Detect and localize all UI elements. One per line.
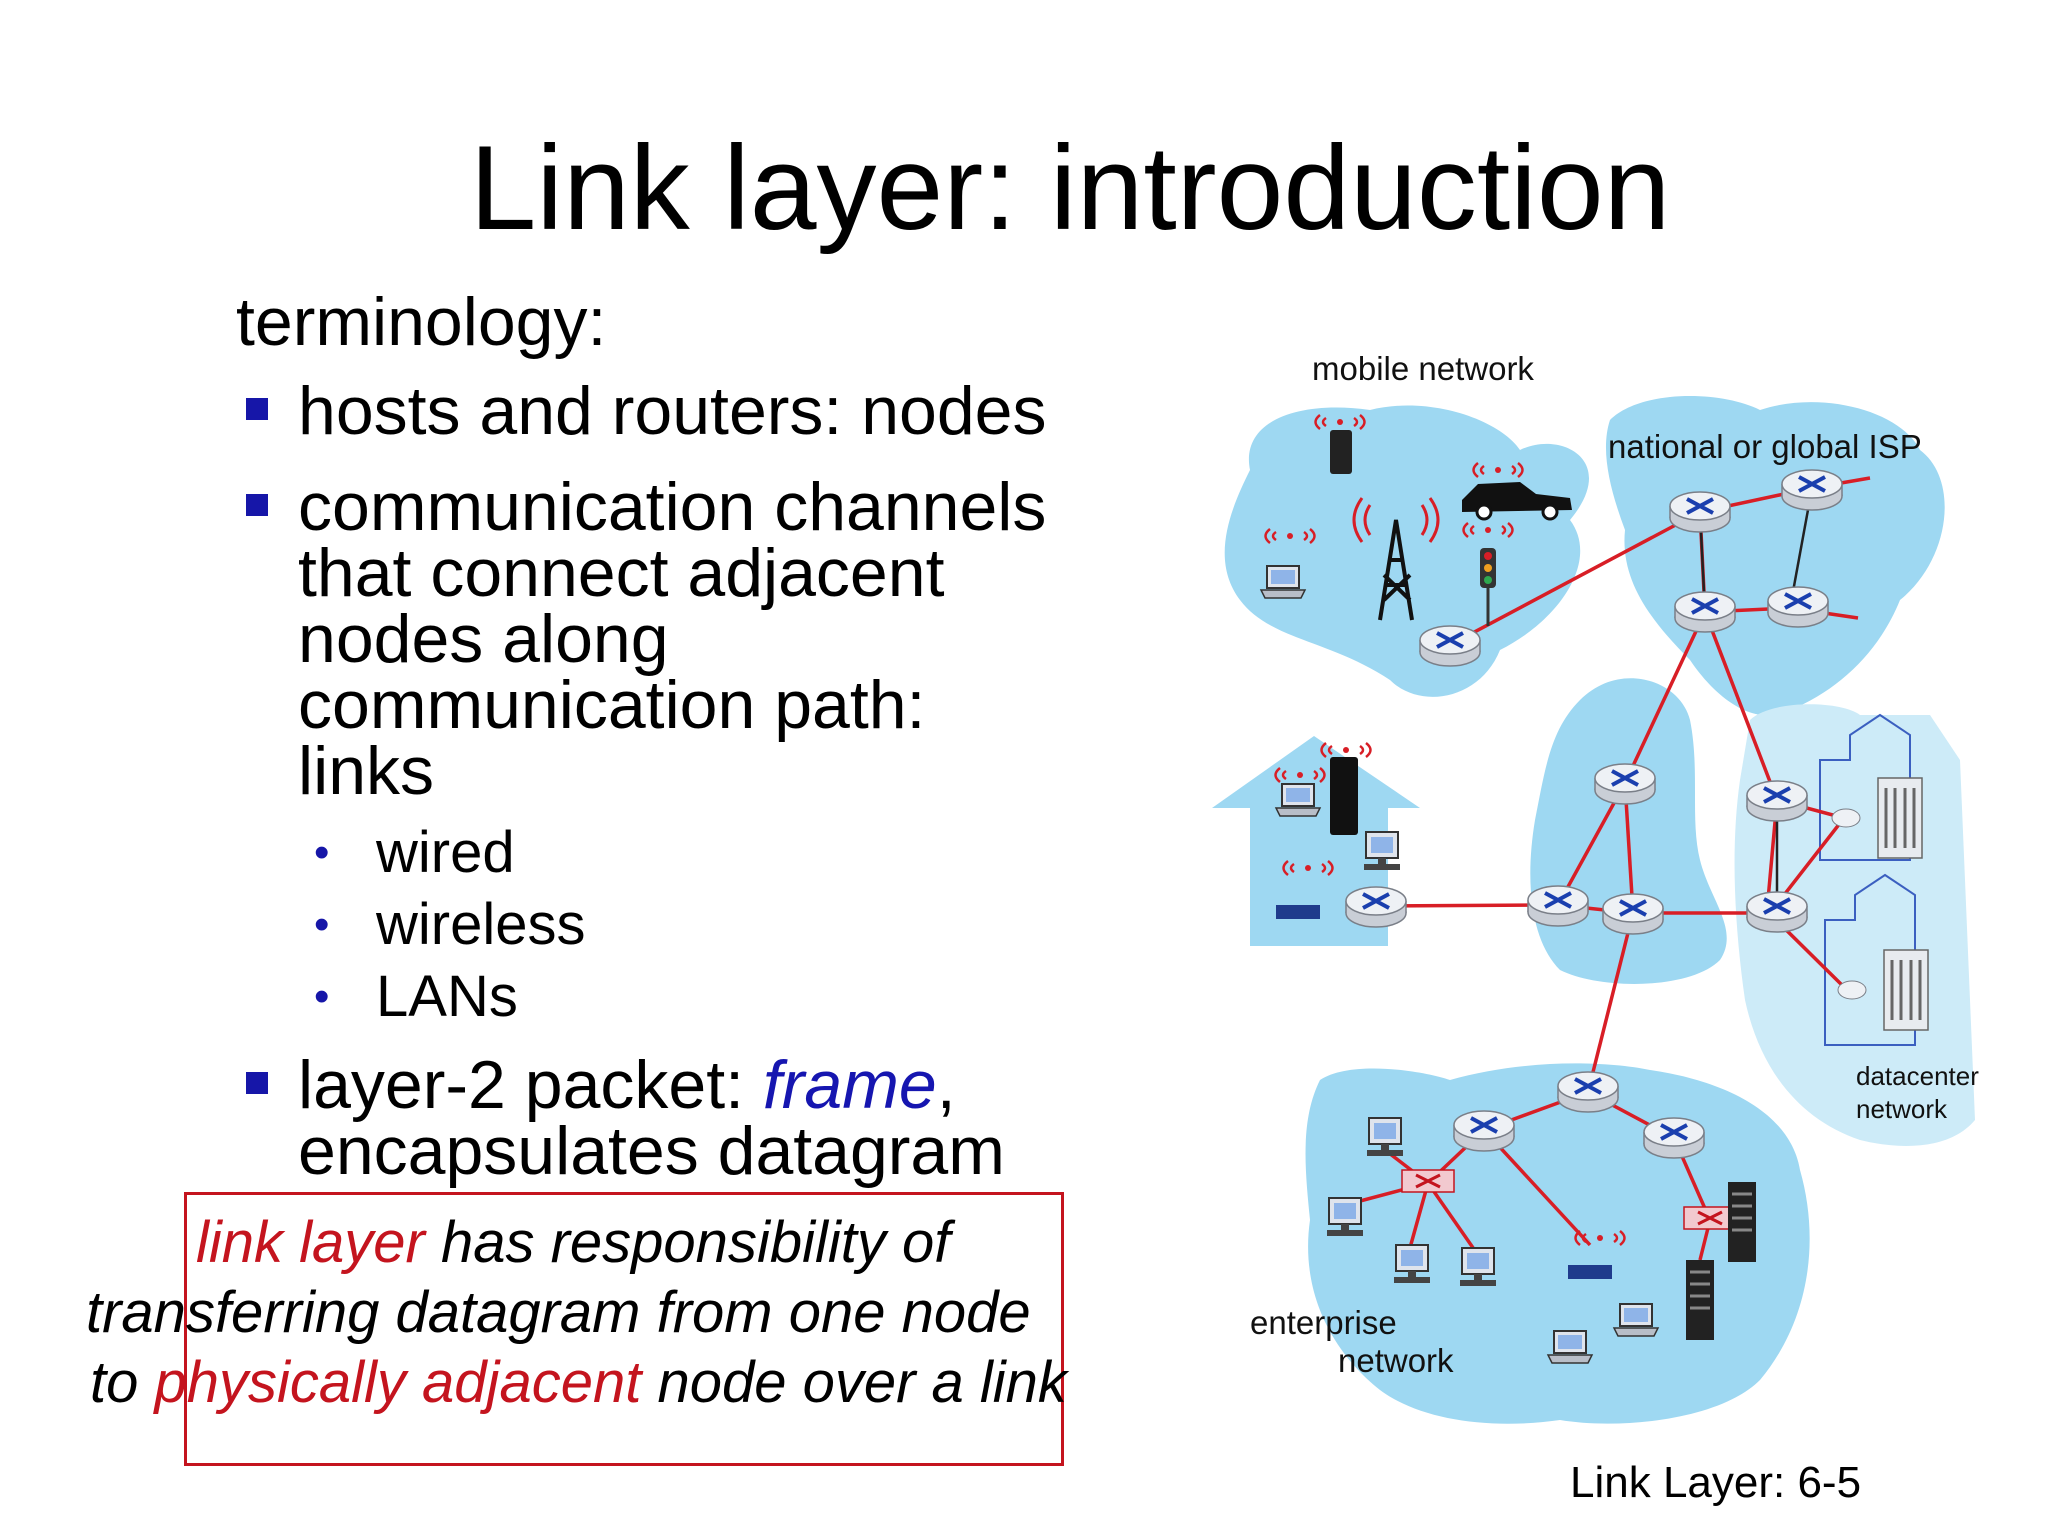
car-icon [1462, 482, 1572, 512]
desktop-pc-icon [1459, 1247, 1497, 1287]
router-icon [1780, 468, 1844, 512]
bullet-frame-line2: encapsulates datagram [298, 1113, 1005, 1189]
router-icon [1831, 808, 1861, 828]
datacenter-label-2: network [1856, 1094, 1948, 1124]
sub-bullet-dot-icon: • [314, 828, 330, 877]
bullet-links-line: communication path: [298, 667, 926, 743]
sub-bullet-wired: wired [376, 820, 515, 885]
router-icon [1452, 1109, 1516, 1153]
router-icon [1837, 980, 1867, 1000]
isp-cloud [1605, 396, 1945, 716]
network-diagram [1212, 396, 1975, 1424]
server-rack-icon [1882, 948, 1930, 1032]
desktop-pc-icon [1393, 1244, 1431, 1284]
router-icon [1344, 885, 1408, 929]
router-icon [1642, 1116, 1706, 1160]
bullet-square-icon [246, 494, 268, 516]
router-icon [1601, 892, 1665, 936]
switch-icon [1400, 1168, 1456, 1194]
router-icon [1556, 1070, 1620, 1114]
cell-tower-signal-icon [1352, 497, 1440, 543]
terminology-heading: terminology: [236, 284, 607, 360]
wifi-router-icon [1276, 905, 1320, 919]
bullet-links-line: nodes along [298, 601, 669, 677]
bullet-frame-line: layer-2 packet: frame, [298, 1047, 956, 1123]
router-icon [1673, 590, 1737, 634]
router-icon [1526, 884, 1590, 928]
desktop-pc-icon [1366, 1117, 1404, 1157]
callout-box [184, 1192, 1064, 1466]
router-icon [1745, 890, 1809, 934]
sub-bullet-wireless: wireless [376, 892, 586, 957]
callout-line1: link layer has responsibility of [196, 1210, 951, 1275]
bullet-square-icon [246, 1072, 268, 1094]
bullet-nodes: hosts and routers: nodes [298, 373, 1047, 449]
enterprise-label-2: network [1338, 1342, 1454, 1379]
router-icon [1593, 762, 1657, 806]
laptop-icon [1613, 1303, 1659, 1337]
mobile-network-label: mobile network [1312, 350, 1534, 387]
server-icon [1684, 1258, 1716, 1342]
laptop-icon [1547, 1330, 1593, 1364]
bullet-square-icon [246, 398, 268, 420]
fridge-icon [1330, 757, 1358, 835]
smartphone-icon [1330, 430, 1352, 474]
cell-tower-icon [1378, 519, 1414, 621]
bullet-links-line: that connect adjacent [298, 535, 945, 611]
wifi-router-icon [1568, 1265, 1612, 1279]
server-icon [1726, 1180, 1758, 1264]
sub-bullet-dot-icon: • [314, 972, 330, 1021]
server-rack-icon [1876, 776, 1924, 860]
callout-line2: transferring datagram from one node [86, 1280, 1031, 1345]
mobile-network-cloud [1224, 405, 1590, 697]
sub-bullet-dot-icon: • [314, 900, 330, 949]
datacenter-label-1: datacenter [1856, 1061, 1979, 1091]
router-icon [1766, 585, 1830, 629]
laptop-icon [1260, 565, 1306, 599]
enterprise-label-1: enterprise [1250, 1304, 1397, 1341]
callout-line3: to physically adjacent node over a link [90, 1350, 1067, 1415]
frame-term: frame [762, 1047, 937, 1123]
bullet-links-line: links [298, 733, 435, 809]
bullet-links-line: communication channels [298, 469, 1047, 545]
slide-title: Link layer: introduction [469, 121, 1671, 255]
router-icon [1668, 490, 1732, 534]
isp-label: national or global ISP [1608, 428, 1922, 465]
desktop-pc-icon [1363, 831, 1401, 871]
desktop-pc-icon [1326, 1197, 1364, 1237]
sub-bullet-lans: LANs [376, 964, 518, 1029]
slide-footer: Link Layer: 6-5 [1570, 1458, 1862, 1507]
laptop-icon [1275, 783, 1321, 817]
router-icon [1418, 624, 1482, 668]
router-icon [1745, 779, 1809, 823]
